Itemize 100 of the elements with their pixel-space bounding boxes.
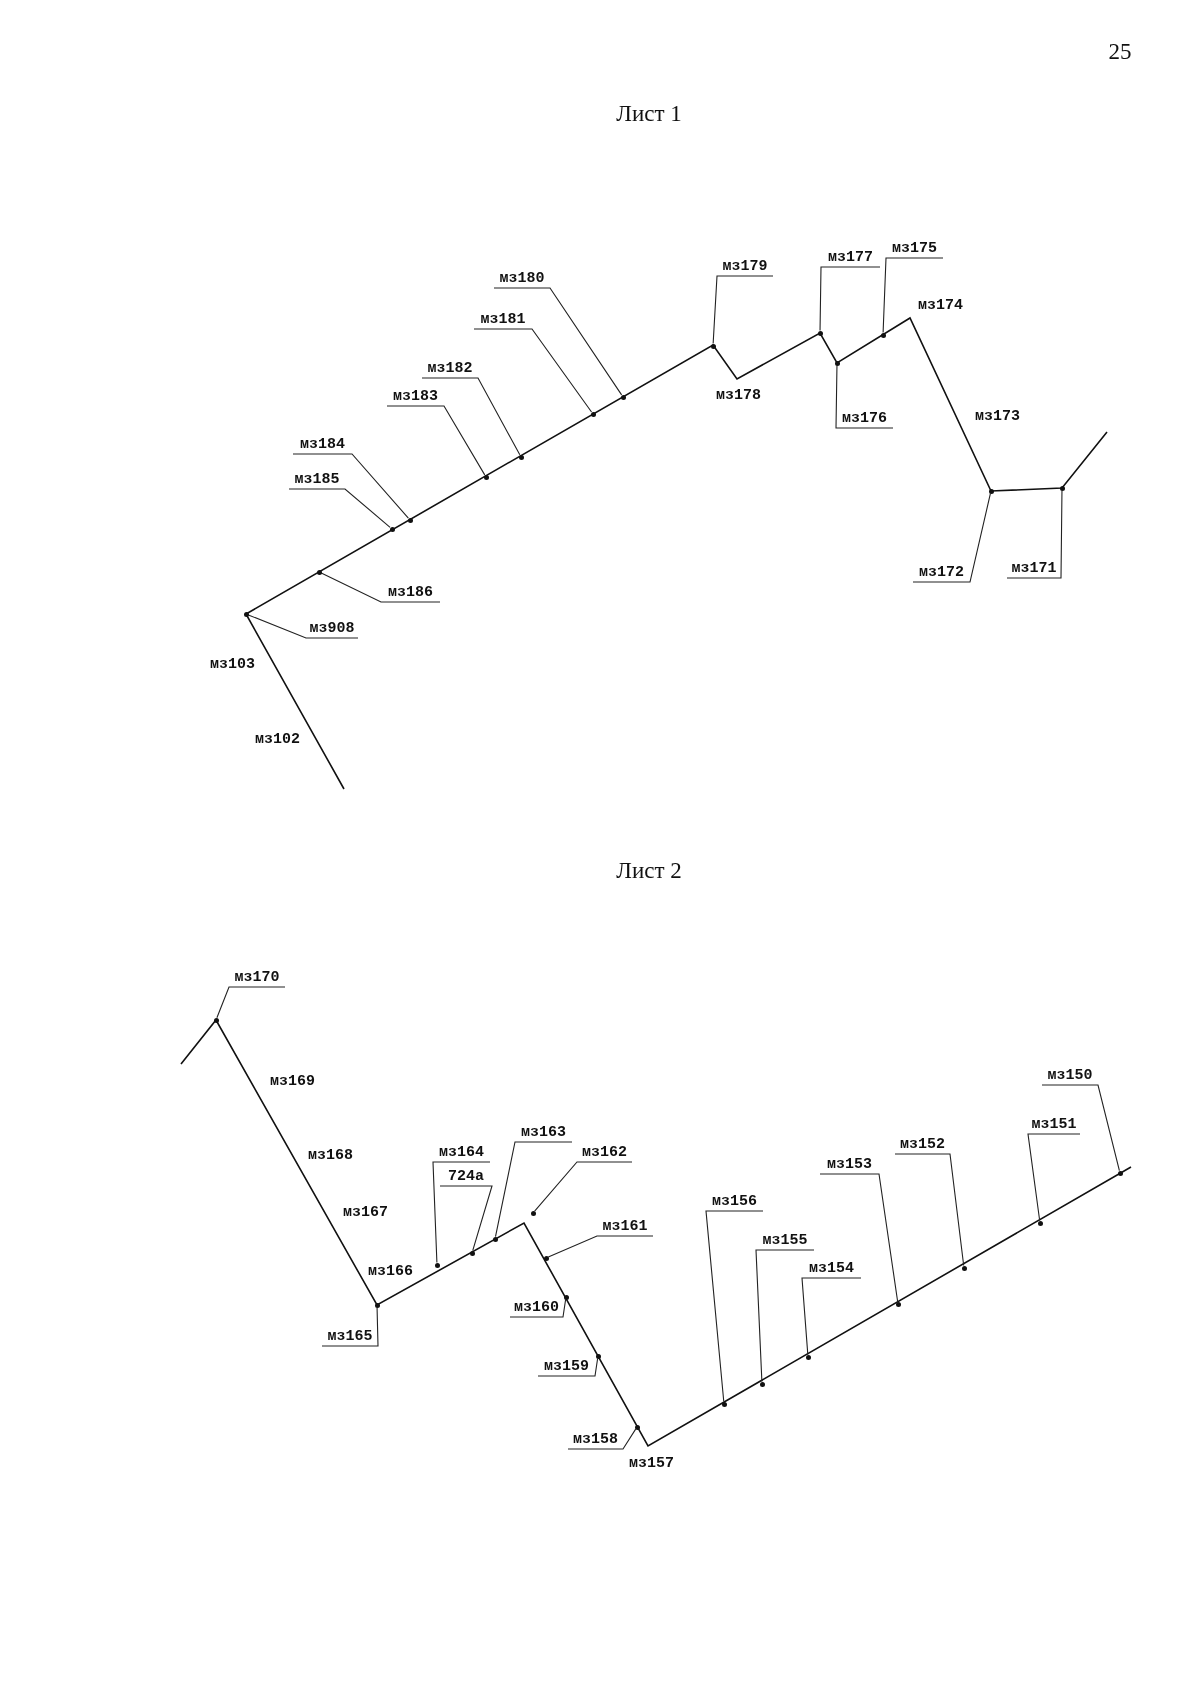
leader-line [432, 1161, 491, 1264]
point-label: мз103 [210, 656, 255, 673]
point-label: мз177 [821, 249, 880, 267]
point-label: мз160 [510, 1299, 563, 1317]
point-label: мз166 [368, 1263, 413, 1280]
route-point [243, 611, 249, 617]
route-point [374, 1302, 380, 1308]
route-point [1117, 1170, 1123, 1176]
point-label: мз170 [229, 969, 285, 987]
route-point [434, 1262, 440, 1268]
leader-line [567, 1428, 637, 1450]
point-label: мз158 [568, 1431, 623, 1449]
point-label: мз169 [270, 1073, 315, 1090]
leader-line [494, 1141, 573, 1238]
point-label: мз180 [494, 270, 550, 288]
leader-line [473, 328, 593, 413]
route-point [213, 1017, 219, 1023]
point-label: мз154 [802, 1260, 861, 1278]
point-label: мз161 [597, 1218, 653, 1236]
point-label: мз175 [886, 240, 943, 258]
leader-line [421, 377, 521, 456]
route-point [595, 1353, 601, 1359]
leader-line [386, 405, 486, 476]
leader-line [247, 614, 359, 639]
point-label: мз179 [717, 258, 773, 276]
leader-line [912, 492, 991, 583]
leader-line [292, 453, 409, 519]
page-number: 25 [1108, 39, 1132, 65]
leader-line [439, 1185, 493, 1252]
route-point [620, 394, 626, 400]
point-label: мз152 [895, 1136, 950, 1154]
route-point [805, 1354, 811, 1360]
point-label: 724а [440, 1168, 492, 1186]
point-label: мз159 [538, 1358, 595, 1376]
point-label: мз155 [756, 1232, 814, 1250]
route-point [961, 1265, 967, 1271]
point-label: мз183 [387, 388, 444, 406]
point-label: мз184 [293, 436, 352, 454]
sheet-title: Лист 1 [616, 101, 682, 127]
route-point [492, 1236, 498, 1242]
leader-line [705, 1210, 764, 1403]
leader-line [216, 986, 286, 1019]
point-label: мз186 [381, 584, 440, 602]
route-point [483, 474, 489, 480]
leader-line [534, 1161, 633, 1212]
point-label: мз185 [289, 471, 345, 489]
leader-line [321, 1306, 379, 1347]
route-point [590, 411, 596, 417]
point-label: мз908 [306, 620, 358, 638]
leader-line [547, 1235, 654, 1258]
point-label: мз153 [820, 1156, 879, 1174]
point-label: мз164 [433, 1144, 490, 1162]
leader-line [755, 1249, 815, 1383]
leader-line [801, 1277, 862, 1356]
route-point [834, 360, 840, 366]
point-label: мз168 [308, 1147, 353, 1164]
point-label: мз151 [1028, 1116, 1080, 1134]
route-point [1059, 485, 1065, 491]
route-point [469, 1250, 475, 1256]
route-point [316, 569, 322, 575]
point-label: мз162 [577, 1144, 632, 1162]
point-label: мз181 [474, 311, 532, 329]
leader-line [835, 364, 894, 429]
point-label: мз174 [918, 297, 963, 314]
route-point [563, 1294, 569, 1300]
leader-line [819, 1173, 899, 1303]
route-point [988, 488, 994, 494]
leader-line [712, 275, 774, 345]
leader-line [288, 488, 391, 528]
route-point [817, 330, 823, 336]
leader-line [1006, 489, 1063, 579]
route-point [518, 454, 524, 460]
point-label: мз150 [1042, 1067, 1098, 1085]
point-label: мз165 [322, 1328, 378, 1346]
point-label: мз182 [422, 360, 478, 378]
point-label: мз173 [975, 408, 1020, 425]
route-point [407, 517, 413, 523]
point-label: мз172 [913, 564, 970, 582]
route-point [543, 1255, 549, 1261]
point-label: мз156 [706, 1193, 763, 1211]
point-label: мз102 [255, 731, 300, 748]
leader-line [493, 287, 623, 396]
route-point [1037, 1220, 1043, 1226]
leader-line [1041, 1084, 1120, 1172]
point-label: мз157 [629, 1455, 674, 1472]
leader-line [1027, 1133, 1081, 1222]
route-point [389, 526, 395, 532]
point-label: мз167 [343, 1204, 388, 1221]
route-point [759, 1381, 765, 1387]
route-point [530, 1210, 536, 1216]
route-point [710, 343, 716, 349]
route-point [721, 1401, 727, 1407]
leader-line [320, 572, 441, 603]
point-label: мз171 [1007, 560, 1061, 578]
route-point [895, 1301, 901, 1307]
route-point [880, 332, 886, 338]
point-label: мз178 [716, 387, 761, 404]
sheet-title: Лист 2 [616, 858, 682, 884]
leader-line [894, 1153, 965, 1267]
point-label: мз163 [515, 1124, 572, 1142]
